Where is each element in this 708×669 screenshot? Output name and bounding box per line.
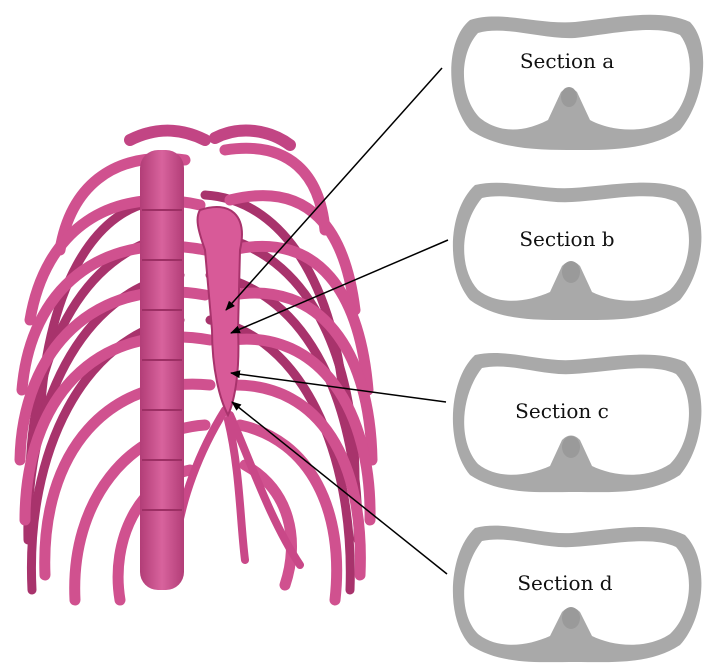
costal-cartilage: [171, 406, 304, 569]
section-d: Section d: [452, 525, 702, 663]
section-a-label: Section a: [520, 49, 614, 73]
section-pointer-arrows: [225, 67, 449, 575]
section-b-label: Section b: [519, 227, 614, 251]
cross-sections: Section a Section b Section c Section d: [451, 14, 704, 663]
spine: [140, 150, 184, 590]
section-c-label: Section c: [515, 399, 609, 423]
rib-cage-3d-model: [14, 124, 378, 606]
section-d-label: Section d: [517, 571, 612, 595]
front-ribs: [14, 142, 378, 606]
clavicles: [124, 124, 296, 151]
vertebra-lines: [142, 209, 182, 511]
arrow-section-d: [231, 401, 448, 575]
section-c: Section c: [452, 353, 702, 493]
arrow-section-b: [230, 239, 449, 334]
section-b: Section b: [452, 182, 702, 321]
arrow-section-c: [230, 370, 447, 403]
section-a: Section a: [451, 14, 704, 151]
arrow-section-a: [225, 67, 443, 311]
sternum: [196, 205, 243, 418]
